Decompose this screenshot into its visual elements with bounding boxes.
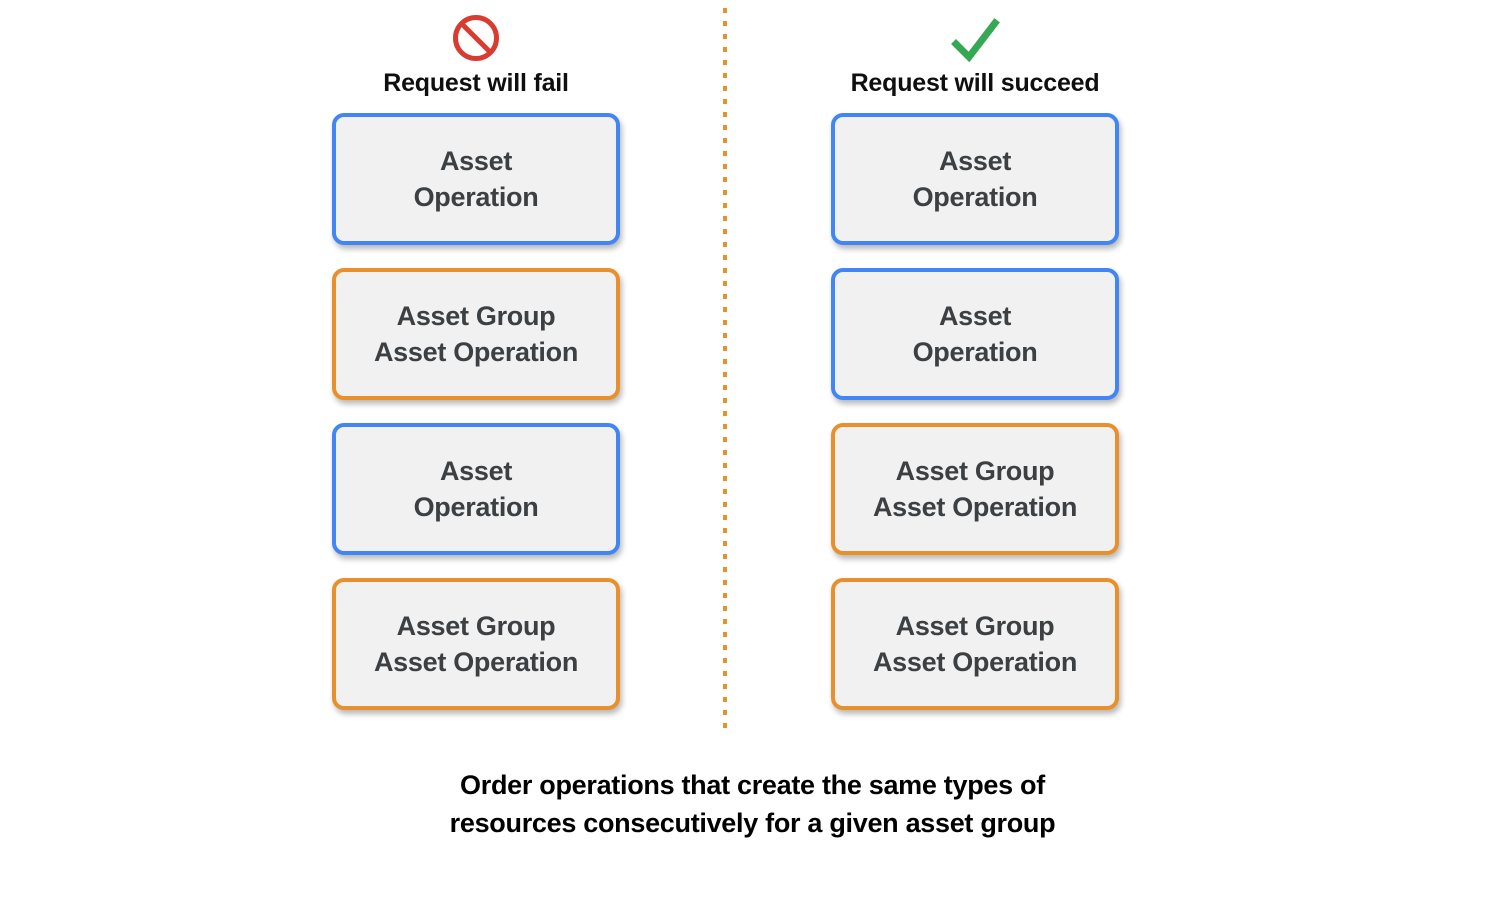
card-stack-fail: Asset Operation Asset Group Asset Operat…: [332, 113, 620, 733]
card-asset-group-asset-operation: Asset Group Asset Operation: [332, 578, 620, 710]
card-stack-succeed: Asset Operation Asset Operation Asset Gr…: [831, 113, 1119, 733]
card-asset-group-asset-operation: Asset Group Asset Operation: [831, 578, 1119, 710]
card-asset-operation: Asset Operation: [831, 113, 1119, 245]
card-label: Asset Group Asset Operation: [872, 611, 1078, 677]
card-label: Asset Group Asset Operation: [373, 611, 579, 677]
checkmark-icon: [810, 10, 1140, 66]
column-title-succeed: Request will succeed: [850, 69, 1100, 97]
card-asset-operation: Asset Operation: [332, 113, 620, 245]
card-label: Asset Group Asset Operation: [373, 301, 579, 367]
card-label: Asset Operation: [413, 146, 539, 212]
diagram-caption: Order operations that create the same ty…: [449, 770, 1056, 838]
card-asset-operation: Asset Operation: [831, 268, 1119, 400]
card-label: Asset Operation: [912, 146, 1038, 212]
card-asset-group-asset-operation: Asset Group Asset Operation: [332, 268, 620, 400]
card-label: Asset Operation: [912, 301, 1038, 367]
column-divider: [723, 8, 727, 736]
card-label: Asset Group Asset Operation: [872, 456, 1078, 522]
prohibition-icon: [311, 10, 641, 66]
card-asset-operation: Asset Operation: [332, 423, 620, 555]
column-header-succeed: Request will succeed: [810, 10, 1140, 98]
column-header-fail: Request will fail: [311, 10, 641, 98]
card-label: Asset Operation: [413, 456, 539, 522]
card-asset-group-asset-operation: Asset Group Asset Operation: [831, 423, 1119, 555]
column-title-fail: Request will fail: [383, 69, 569, 97]
